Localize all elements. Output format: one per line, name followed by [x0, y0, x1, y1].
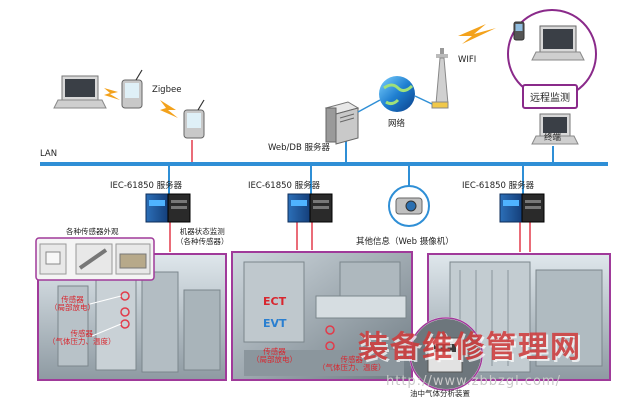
iec-server-label-3: IEC-61850 服务器	[462, 181, 535, 191]
oil-gas-analyzer-icon	[409, 317, 483, 391]
wifi-antenna-icon	[431, 48, 449, 109]
wifi-signal-icon	[458, 24, 496, 44]
terminal-laptop-icon	[531, 113, 579, 145]
sensor2-gas-label: 传感器（气体压力、温度）	[318, 355, 386, 373]
sensor-appearance-label: 各种传感器外观	[66, 227, 119, 236]
web-camera-icon	[388, 185, 430, 227]
evt-label: EVT	[263, 317, 287, 330]
iec-server-label-2: IEC-61850 服务器	[248, 181, 321, 191]
web-db-server-label: Web/DB 服务器	[268, 143, 330, 153]
ect-label: ECT	[263, 295, 287, 308]
zigbee-signal-icon	[104, 88, 178, 118]
pda-icon	[121, 69, 143, 109]
iec-server-label-1: IEC-61850 服务器	[110, 181, 183, 191]
iec-server-icon	[145, 193, 191, 223]
wifi-label: WIFI	[458, 55, 477, 65]
web-camera-label: 其他信息（Web 摄像机）	[356, 237, 454, 247]
watermark-url: http://www.zbbzgl.com/	[386, 374, 561, 389]
internet-globe-icon	[379, 76, 415, 112]
sensor-appearance-panel	[35, 237, 155, 281]
zigbee-label: Zigbee	[152, 85, 182, 95]
machine-monitoring-label: 机器状态监测 （各种传感器）	[176, 227, 229, 246]
network-label: 网络	[388, 119, 406, 129]
remote-monitoring-icon	[507, 9, 597, 99]
laptop-icon	[53, 75, 107, 109]
terminal-label: 终端	[544, 133, 562, 143]
watermark-text: 装备维修管理网	[358, 330, 582, 365]
sensor-gas-label: 传感器（气体压力、温度）	[48, 329, 116, 347]
lan-label: LAN	[40, 149, 58, 159]
substation-photo-2	[231, 251, 413, 381]
pda-icon	[183, 99, 205, 139]
lan-bus	[40, 140, 608, 194]
remote-monitoring-badge: 远程监测	[522, 84, 578, 109]
iec-server-icon	[287, 193, 333, 223]
sensor2-pd-label: 传感器（局部放电）	[252, 347, 297, 365]
oil-gas-analyzer-label: 油中气体分析装置	[410, 389, 470, 398]
iec-server-icon	[499, 193, 545, 223]
sensor-pd-label: 传感器（局部放电）	[50, 295, 95, 313]
web-db-server-icon	[324, 101, 360, 145]
signal-lines	[169, 140, 531, 252]
